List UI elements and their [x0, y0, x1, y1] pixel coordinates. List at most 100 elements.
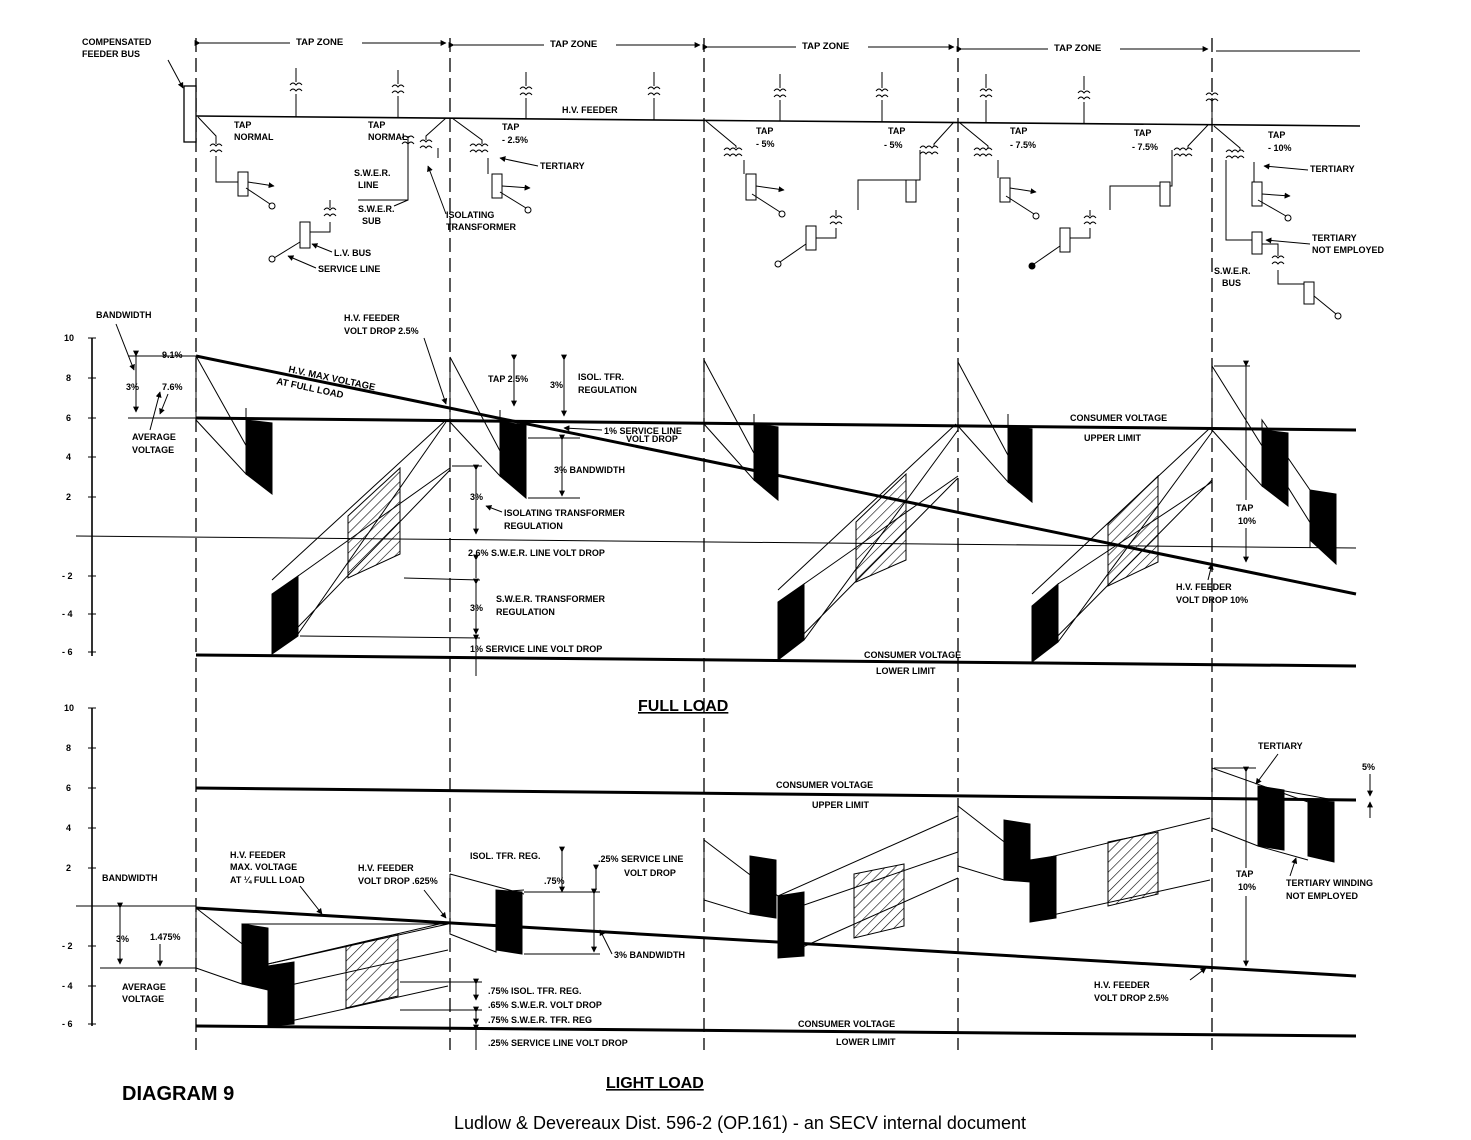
service-line-label: SERVICE LINE [318, 264, 380, 274]
y-tick: 4 [66, 452, 71, 462]
hv-feeder-drop-light-label: H.V. FEEDER [358, 863, 414, 873]
y-tick: 2 [66, 492, 71, 502]
svg-text:9.1%: 9.1% [162, 350, 183, 360]
svg-text:TRANSFORMER: TRANSFORMER [446, 222, 516, 232]
swer-bandwidth-block [1031, 582, 1059, 664]
svg-text:LOWER LIMIT: LOWER LIMIT [836, 1037, 896, 1047]
svg-text:VOLT DROP .625%: VOLT DROP .625% [358, 876, 438, 886]
swer-bandwidth-block [271, 575, 299, 655]
service-line-drop-label: 1% SERVICE LINE [604, 426, 682, 436]
bandwidth-label-light: BANDWIDTH [102, 873, 158, 883]
consumer-upper-limit [195, 416, 1357, 432]
diagram-caption: Ludlow & Devereaux Dist. 596-2 (OP.161) … [454, 1113, 1026, 1133]
consumer-upper-limit-label: CONSUMER VOLTAGE [1070, 413, 1167, 423]
swer-hatched-block [347, 466, 401, 579]
tertiary-winding-label: TERTIARY WINDING [1286, 878, 1373, 888]
bandwidth-block [1309, 489, 1337, 566]
svg-text:3%: 3% [470, 603, 483, 613]
svg-text:SUB: SUB [362, 216, 382, 226]
tap-label: TAP [368, 120, 385, 130]
bandwidth-block [1007, 425, 1033, 504]
svg-text:- 5%: - 5% [884, 140, 903, 150]
y-tick: - 6 [62, 1019, 73, 1029]
bandwidth-label: BANDWIDTH [96, 310, 152, 320]
feeder-bus-bar [183, 85, 197, 143]
tap-zone-label: TAP ZONE [296, 37, 343, 48]
svg-text:VOLT DROP 2.5%: VOLT DROP 2.5% [1094, 993, 1169, 1003]
compensated-feeder-bus-label: COMPENSATED [82, 37, 152, 47]
consumer-lower-limit-light-label: CONSUMER VOLTAGE [798, 1019, 895, 1029]
swer-line-label: S.W.E.R. [354, 168, 391, 178]
tap-label: TAP [888, 126, 905, 136]
hv-feeder-drop-25-label: H.V. FEEDER [1094, 980, 1150, 990]
svg-text:5%: 5% [1362, 762, 1375, 772]
svg-text:NORMAL: NORMAL [368, 132, 408, 142]
full-load-chart: 10 8 6 4 2 - 2 - 4 - 6 [62, 310, 1357, 715]
swer-sub-label: S.W.E.R. [358, 204, 395, 214]
service-line-drop-1-label: 1% SERVICE LINE VOLT DROP [470, 644, 602, 654]
swer-bandwidth-block [777, 583, 805, 662]
bandwidth-3-light-label: 3% BANDWIDTH [614, 950, 685, 960]
svg-text:TAP 2.5%: TAP 2.5% [488, 374, 528, 384]
svg-text:BUS: BUS [1222, 278, 1241, 288]
tap-zone-label: TAP ZONE [550, 39, 597, 50]
svg-text:VOLT DROP: VOLT DROP [624, 868, 676, 878]
hv-feeder-volt-drop-label: H.V. FEEDER [344, 313, 400, 323]
svg-text:3%: 3% [470, 492, 483, 502]
svg-text:7.6%: 7.6% [162, 382, 183, 392]
service-line-drop-light-label: .25% SERVICE LINE [598, 854, 683, 864]
swer-bus-label: S.W.E.R. [1214, 266, 1251, 276]
svg-text:AT ¼ FULL LOAD: AT ¼ FULL LOAD [230, 875, 305, 885]
svg-text:NOT EMPLOYED: NOT EMPLOYED [1286, 891, 1359, 901]
svg-text:LOWER LIMIT: LOWER LIMIT [876, 666, 936, 676]
isolating-transformer-label: ISOLATING [446, 210, 494, 220]
svg-text:1.475%: 1.475% [150, 932, 181, 942]
y-tick: 6 [66, 783, 71, 793]
bandwidth-block [777, 891, 805, 959]
light-load-chart: 10 8 6 4 2 - 2 - 4 - 6 BA [62, 703, 1375, 1092]
svg-text:10%: 10% [1238, 882, 1256, 892]
bandwidth-block [1003, 819, 1031, 883]
hatched-block [345, 933, 399, 1009]
bandwidth-block [749, 855, 777, 919]
hv-feeder-drop-10-label: H.V. FEEDER [1176, 582, 1232, 592]
swer-transformer-regulation-label: S.W.E.R. TRANSFORMER [496, 594, 606, 604]
zero-line [75, 535, 1357, 549]
isol-tfr-reg-label: ISOL. TFR. REG. [470, 851, 541, 861]
consumer-lower-limit [195, 1024, 1357, 1038]
y-tick: - 4 [62, 609, 73, 619]
svg-text:NORMAL: NORMAL [234, 132, 274, 142]
svg-text:VOLTAGE: VOLTAGE [122, 994, 164, 1004]
y-tick: 2 [66, 863, 71, 873]
hv-feeder-max-label: H.V. FEEDER [230, 850, 286, 860]
bandwidth-block [499, 421, 527, 500]
feeder-load-symbols [289, 68, 1219, 125]
lv-bus-label: L.V. BUS [334, 248, 371, 258]
light-load-title: LIGHT LOAD [606, 1075, 704, 1092]
svg-text:VOLT DROP 2.5%: VOLT DROP 2.5% [344, 326, 419, 336]
bandwidth-block [495, 889, 523, 955]
bandwidth-block [1261, 429, 1289, 508]
full-load-title: FULL LOAD [638, 698, 728, 715]
swer-line-drop-label: 2.6% S.W.E.R. LINE VOLT DROP [468, 548, 605, 558]
svg-text:- 7.5%: - 7.5% [1132, 142, 1158, 152]
consumer-lower-limit-label: CONSUMER VOLTAGE [864, 650, 961, 660]
swer-tfr-reg-label: .75% S.W.E.R. TFR. REG [488, 1015, 592, 1025]
svg-text:NOT EMPLOYED: NOT EMPLOYED [1312, 245, 1385, 255]
average-voltage-label-light: AVERAGE [122, 982, 166, 992]
tap-10-light-label: TAP [1236, 869, 1253, 879]
hv-feeder-line-light [195, 906, 1357, 978]
y-tick: 8 [66, 743, 71, 753]
tap-label: TAP [756, 126, 773, 136]
svg-text:- 7.5%: - 7.5% [1010, 140, 1036, 150]
bandwidth-block [1307, 799, 1335, 863]
svg-text:3%: 3% [126, 382, 139, 392]
svg-text:10%: 10% [1238, 516, 1256, 526]
tap-label: TAP [502, 122, 519, 132]
svg-text:REGULATION: REGULATION [504, 521, 563, 531]
tertiary-label-right: TERTIARY [1310, 164, 1355, 174]
y-tick: 8 [66, 373, 71, 383]
bandwidth-3-label: 3% BANDWIDTH [554, 465, 625, 475]
swer-hatched-block [855, 472, 907, 583]
